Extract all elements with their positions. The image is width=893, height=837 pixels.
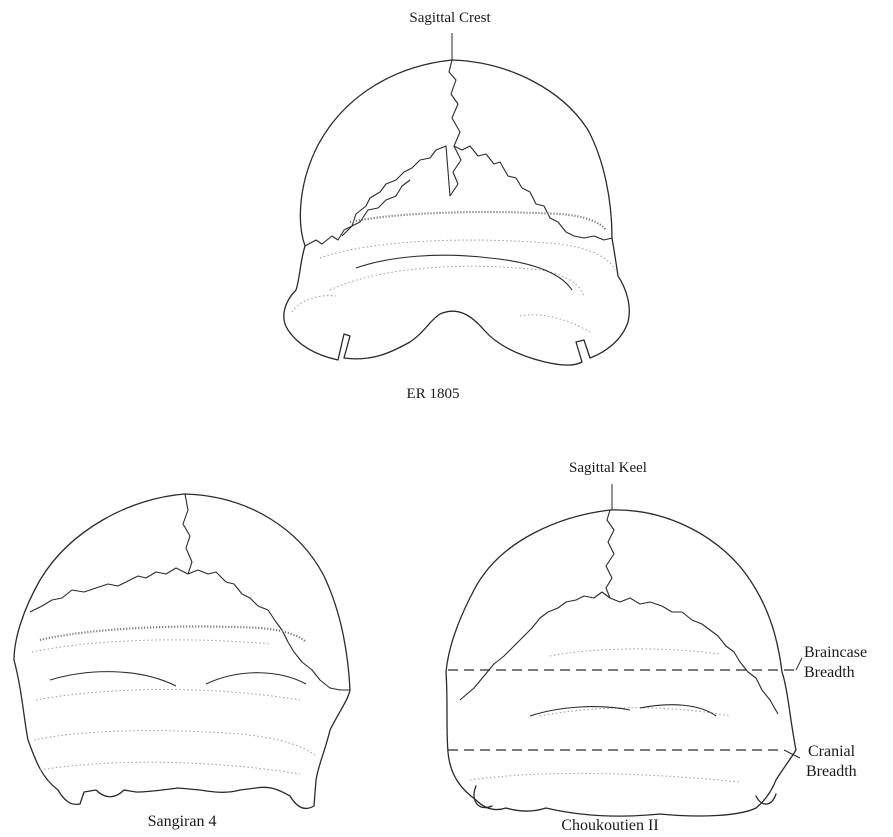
sangiran4-inner-curve-left: [50, 672, 176, 686]
er1805-nuchal-crest: [350, 212, 606, 230]
er1805-lambdoid-suture: [305, 146, 612, 246]
cranial-label-line1: Cranial: [808, 743, 856, 760]
braincase-label-line2: Breadth: [804, 664, 855, 681]
skull-sangiran4: [14, 494, 350, 808]
er1805-inner-suture: [342, 180, 410, 236]
choukoutien2-lambdoid-suture: [460, 592, 778, 714]
cranial-label-line2: Breadth: [806, 763, 857, 780]
skull-choukoutien2: [446, 484, 802, 816]
choukoutien2-caption: Choukoutien II: [561, 817, 658, 834]
sangiran4-inner-curve-right: [206, 673, 306, 684]
choukoutien2-upper-shading: [550, 649, 720, 656]
braincase-label-line1: Braincase: [804, 644, 867, 661]
skull-er1805: [284, 33, 629, 365]
sangiran4-lower-shading: [34, 731, 316, 774]
er1805-outline: [284, 60, 629, 365]
sangiran4-lambdoid-suture: [30, 568, 350, 690]
braincase-breadth-leader: [796, 658, 802, 670]
sangiran4-upper-torus: [40, 627, 306, 643]
sagittal-crest-label: Sagittal Crest: [409, 10, 491, 26]
sangiran4-upper-shading: [32, 640, 300, 700]
choukoutien2-lower-shading: [470, 708, 740, 782]
choukoutien2-sagittal-suture: [606, 510, 614, 598]
er1805-caption: ER 1805: [407, 386, 460, 402]
sagittal-keel-label: Sagittal Keel: [569, 460, 647, 476]
sangiran4-caption: Sangiran 4: [148, 813, 217, 830]
sangiran4-sagittal-suture: [183, 494, 192, 574]
choukoutien2-mastoid-left: [474, 786, 492, 808]
choukoutien2-outline: [446, 510, 796, 816]
sangiran4-outline: [14, 494, 350, 808]
choukoutien2-mastoid-right: [756, 794, 776, 804]
er1805-sagittal-suture: [449, 60, 461, 196]
